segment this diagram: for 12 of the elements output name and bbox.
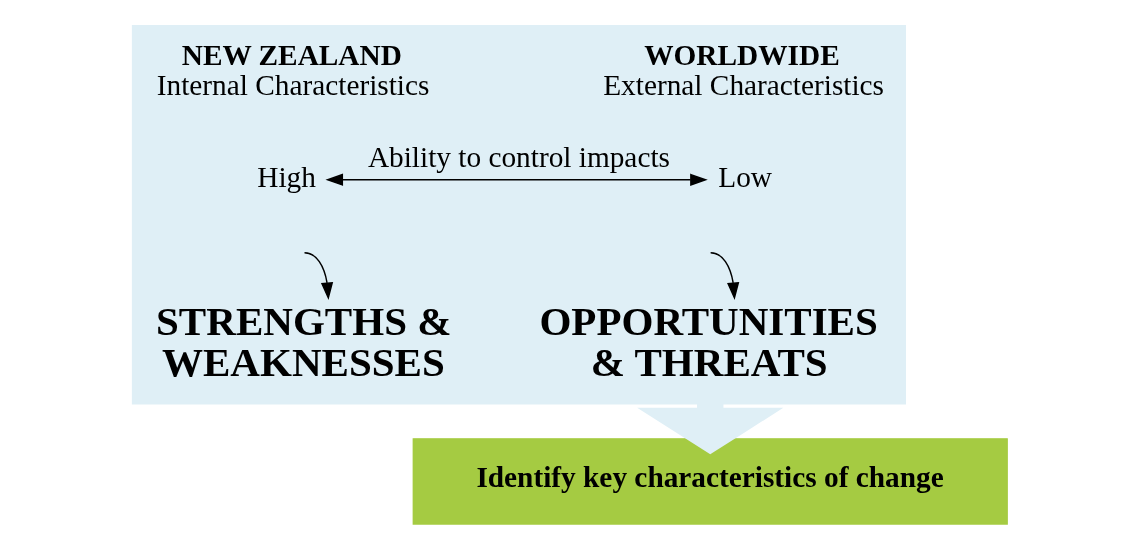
node-text: OPPORTUNITIES & THREATS <box>539 298 878 386</box>
node-box: Identify key characteristics of change <box>412 438 1008 525</box>
node-text: WORLDWIDE External Characteristics <box>603 39 885 101</box>
node-text: NEW ZEALAND Internal Characteristics <box>156 39 430 101</box>
cluster <box>131 25 906 405</box>
arrow <box>325 173 708 186</box>
arrow <box>709 251 740 301</box>
node-text: Low <box>718 161 773 194</box>
node-text: High <box>257 161 316 194</box>
edge-label: Ability to control impacts <box>367 140 670 173</box>
node-text: STRENGTHS & WEAKNESSES <box>156 298 452 386</box>
arrow <box>303 251 334 301</box>
